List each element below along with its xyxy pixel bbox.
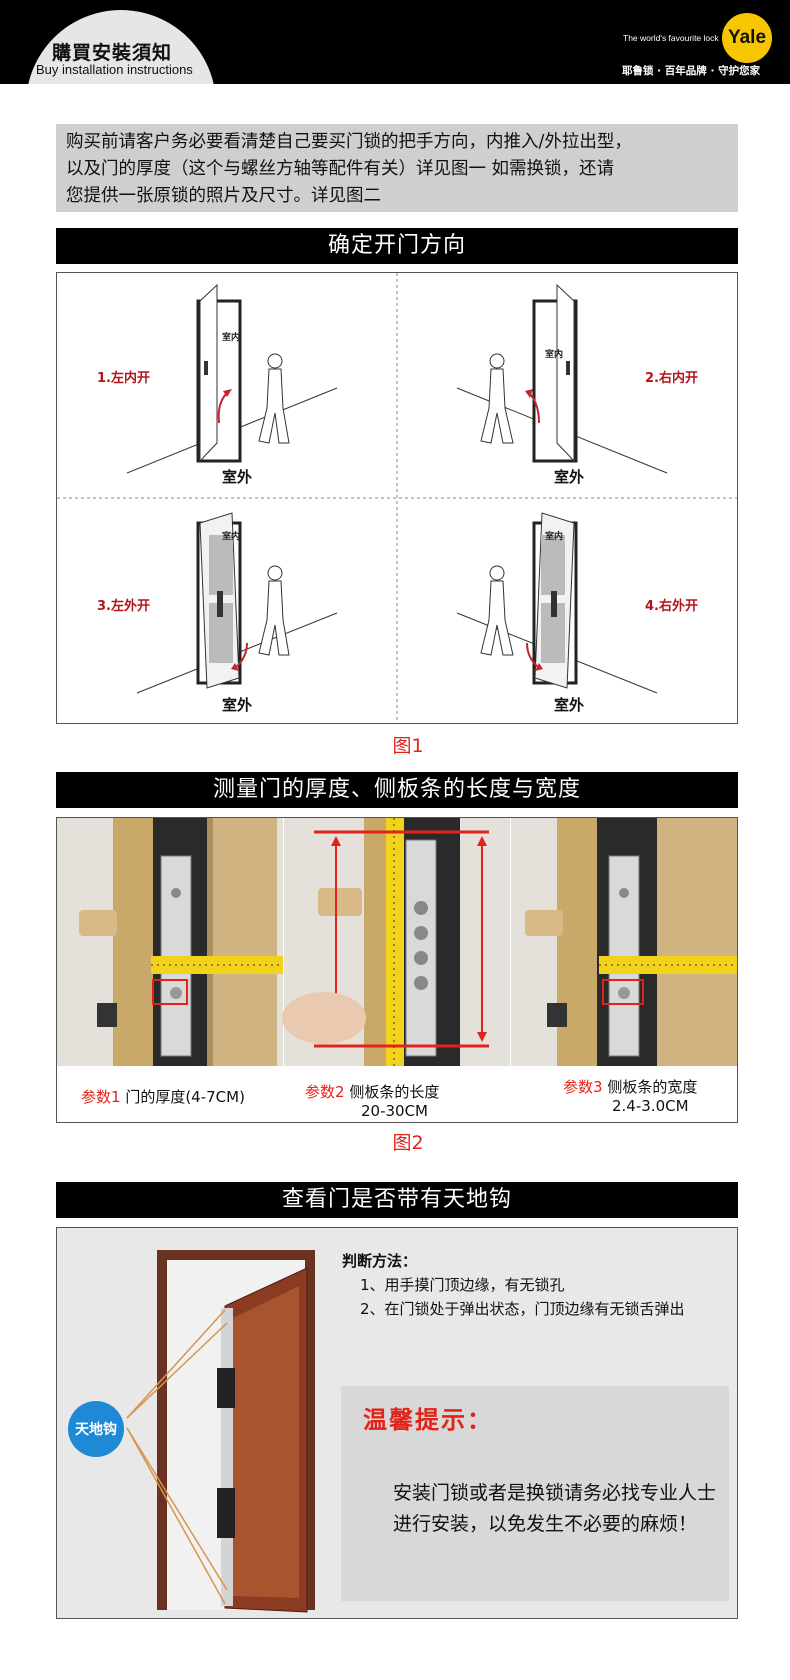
outdoor-label-1: 室外 <box>222 468 253 486</box>
notice-line-2: 以及门的厚度（这个与螺丝方轴等配件有关）详见图一 如需换锁，还请 <box>66 159 615 179</box>
door-label-1: 1.左内开 <box>97 371 150 386</box>
param-1-text: 门的厚度(4-7CM) <box>125 1088 245 1106</box>
notice-line-3: 您提供一张原锁的照片及尺寸。详见图二 <box>66 186 381 206</box>
notice-line-1: 购买前请客户务必要看清楚自己要买门锁的把手方向，内推入/外拉出型， <box>66 132 632 152</box>
judge-method-title: 判断方法： <box>342 1252 418 1270</box>
param-1: 参数1 门的厚度(4-7CM) <box>81 1086 245 1107</box>
yale-logo: Yale <box>722 13 772 63</box>
door-label-2: 2.右内开 <box>645 371 698 386</box>
photo-side-plate-length <box>282 818 510 1066</box>
indoor-label-1: 室内 <box>222 333 241 343</box>
warm-tip-text: 安装门锁或者是换锁请务必找专业人士进行安装，以免发生不必要的麻烦！ <box>393 1482 717 1535</box>
outdoor-label-4: 室外 <box>554 696 585 714</box>
brand-slogan: 耶鲁锁 · 百年品牌 · 守护您家 <box>622 65 761 77</box>
header-title: 購買安裝須知 <box>52 42 173 64</box>
param-3: 参数3 侧板条的宽度 2.4-3.0CM <box>563 1076 697 1115</box>
header-subtitle: Buy installation instructions <box>36 62 193 77</box>
security-door-illustration <box>126 1250 315 1613</box>
param-2-tag: 参数2 <box>305 1083 345 1101</box>
section-title-hook: 查看门是否带有天地钩 <box>56 1182 738 1218</box>
param-3-value: 2.4-3.0CM <box>612 1097 689 1115</box>
param-2-text: 侧板条的长度 <box>349 1083 440 1101</box>
photo-door-thickness <box>57 818 283 1066</box>
measurement-figure: 参数1 门的厚度(4-7CM) 参数2 侧板条的长度 20-30CM 参数3 侧… <box>56 817 738 1123</box>
door-label-4: 4.右外开 <box>645 599 698 614</box>
warm-tip-title: 温馨提示： <box>363 1406 493 1434</box>
door-direction-illustration <box>57 273 737 723</box>
indoor-label-4: 室内 <box>545 532 564 542</box>
indoor-label-3: 室内 <box>222 532 241 542</box>
door-diagram-left-inward <box>126 283 338 474</box>
indoor-label-2: 室内 <box>545 350 564 360</box>
door-direction-figure: 1.左内开 2.右内开 3.左外开 4.右外开 室内 室内 室内 室内 室外 室… <box>56 272 738 724</box>
door-diagram-right-inward <box>456 283 668 474</box>
warm-tip-box: 温馨提示： 安装门锁或者是换锁请务必找专业人士进行安装，以免发生不必要的麻烦！ <box>341 1386 729 1601</box>
param-1-tag: 参数1 <box>81 1088 121 1106</box>
section-title-door-direction: 确定开门方向 <box>56 228 738 264</box>
judge-item-2: 2、在门锁处于弹出状态，门顶边缘有无锁舌弹出 <box>360 1300 685 1318</box>
figure-1-label: 图1 <box>392 735 424 757</box>
param-3-tag: 参数3 <box>563 1078 603 1096</box>
param-2-value: 20-30CM <box>361 1102 429 1120</box>
section-title-measure: 测量门的厚度、侧板条的长度与宽度 <box>56 772 738 808</box>
photo-side-plate-width <box>511 818 737 1066</box>
purchase-notice: 购买前请客户务必要看清楚自己要买门锁的把手方向，内推入/外拉出型， 以及门的厚度… <box>56 124 738 212</box>
figure-2-label: 图2 <box>392 1132 424 1154</box>
param-2: 参数2 侧板条的长度 20-30CM <box>305 1081 439 1120</box>
hook-badge: 天地钩 <box>68 1401 124 1457</box>
door-label-3: 3.左外开 <box>97 599 150 614</box>
door-diagram-left-outward <box>136 512 338 694</box>
outdoor-label-2: 室外 <box>554 468 585 486</box>
judge-item-1: 1、用手摸门顶边缘，有无锁孔 <box>360 1276 565 1294</box>
brand-tagline: The world's favourite lock <box>623 33 719 43</box>
outdoor-label-3: 室外 <box>222 696 253 714</box>
door-diagram-right-outward <box>456 512 658 694</box>
param-3-text: 侧板条的宽度 <box>607 1078 698 1096</box>
measurement-photos <box>57 818 737 1066</box>
